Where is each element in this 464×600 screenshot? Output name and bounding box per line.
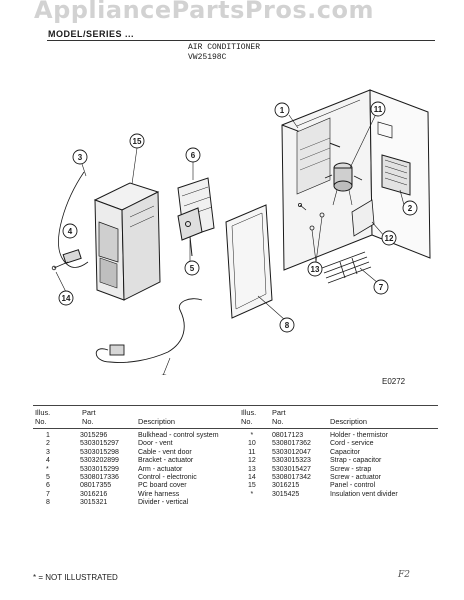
- table-cell: *: [250, 490, 254, 498]
- callout-5: 5: [190, 264, 195, 273]
- header-rule: [47, 40, 435, 41]
- part-vertical-divider: [225, 204, 273, 319]
- callout-2: 2: [408, 204, 413, 213]
- footnote: * = NOT ILLUSTRATED: [33, 573, 118, 582]
- part-actuator-bracket: [62, 249, 82, 264]
- part-control-panel: [93, 182, 161, 301]
- callout-3: 3: [78, 153, 83, 162]
- left-illus-column: 1 2 3 4 * 5 6 7 8: [46, 432, 50, 508]
- table-cell: 08017123: [272, 432, 304, 439]
- table-cell: 14: [248, 474, 256, 482]
- header-illus-right: Illus.No.: [241, 408, 257, 426]
- table-cell: Bulkhead - control system: [138, 432, 219, 439]
- table-cell: 2: [46, 440, 50, 448]
- left-part-column: 3015296 5303015297 5303015298 5303202899…: [80, 432, 119, 508]
- table-cell: *: [250, 432, 254, 439]
- table-cell: Control - electronic: [138, 474, 197, 482]
- callout-4: 4: [68, 227, 73, 236]
- callout-11: 11: [374, 105, 383, 114]
- table-cell: 3015425: [272, 490, 300, 498]
- table-cell: 10: [248, 440, 256, 448]
- table-cell: Cord - service: [330, 440, 374, 448]
- table-cell: Wire harness: [138, 490, 180, 498]
- table-cell: 5308017336: [80, 474, 119, 482]
- table-cell: 11: [248, 448, 256, 456]
- table-cell: 08017355: [80, 482, 112, 490]
- model-series-header: MODEL/SERIES ...: [48, 29, 135, 39]
- model-number: VW25198C: [188, 53, 227, 62]
- table-cell: 5308017342: [272, 474, 311, 482]
- table-cell: Insulation vent divider: [330, 490, 398, 498]
- table-cell: 4: [46, 457, 50, 465]
- callout-8: 8: [285, 321, 290, 330]
- callout-6: 6: [191, 151, 196, 160]
- table-cell: *: [46, 465, 49, 473]
- table-cell: 15: [248, 482, 256, 490]
- callout-15: 15: [133, 137, 142, 146]
- table-cell: Panel - control: [330, 482, 376, 490]
- table-cell: 5303012047: [272, 448, 311, 456]
- watermark: AppliancePartsPros.com: [34, 0, 374, 24]
- drawing-code: E0272: [382, 377, 406, 386]
- table-cell: 1: [46, 432, 50, 439]
- table-cell: Bracket - actuator: [138, 457, 194, 465]
- header-description-right: Description: [330, 417, 367, 426]
- part-service-cord: [95, 298, 203, 363]
- table-cell: 3016215: [272, 482, 300, 490]
- callout-circles: [58, 101, 418, 375]
- table-cell: Capacitor: [330, 448, 360, 456]
- header-description: Description: [138, 417, 175, 426]
- callout-1: 1: [280, 106, 285, 115]
- table-cell: 6: [46, 482, 50, 490]
- table-cell: Screw - actuator: [330, 474, 381, 482]
- table-cell: 5303015427: [272, 465, 311, 473]
- table-cell: 5: [46, 474, 50, 482]
- table-cell: 5303015297: [80, 440, 119, 448]
- part-bulkhead: [281, 89, 431, 271]
- right-part-column: 08017123 5308017362 5303012047 530301532…: [272, 432, 311, 499]
- table-cell: Strap - capacitor: [330, 457, 382, 465]
- table-cell: Divider - vertical: [138, 499, 189, 507]
- table-cell: 3015296: [80, 432, 108, 439]
- left-description-column: Bulkhead - control system Door - vent Ca…: [138, 432, 219, 508]
- table-cell: Arm - actuator: [138, 465, 183, 473]
- callout-labels: 1 2 3 4 5 6 7 8 10 11 12 13 14 15: [62, 105, 413, 330]
- callout-7: 7: [379, 283, 384, 292]
- table-cell: 5303202899: [80, 457, 119, 465]
- table-cell: 3016216: [80, 490, 108, 498]
- page-mark: F2: [398, 570, 410, 580]
- callout-14: 14: [62, 294, 71, 303]
- callout-12: 12: [385, 234, 394, 243]
- table-cell: Holder - thermistor: [330, 432, 388, 439]
- table-cell: Cable - vent door: [138, 448, 192, 456]
- part-electronic-control: [177, 207, 203, 257]
- header-illus: Illus.No.: [35, 408, 51, 426]
- part-wire-harness: [321, 251, 372, 284]
- part-vent-door-cable: [58, 171, 89, 268]
- callout-13: 13: [311, 265, 320, 274]
- table-cell: 8: [46, 499, 50, 507]
- table-cell: 3: [46, 448, 50, 456]
- table-cell: 13: [248, 465, 256, 473]
- table-cell: Screw - strap: [330, 465, 372, 473]
- table-cell: 5303015298: [80, 448, 119, 456]
- exploded-parts-diagram: 1 2 3 4 5 6 7 8 10 11 12 13 14 15: [51, 89, 431, 375]
- diagram-title: AIR CONDITIONER: [188, 43, 261, 52]
- table-cell: Door - vent: [138, 440, 173, 448]
- table-top-rule: [33, 405, 438, 406]
- table-cell: PC board cover: [138, 482, 187, 490]
- table-cell: 3015321: [80, 499, 108, 507]
- table-cell: 5303015323: [272, 457, 311, 465]
- right-illus-column: * 10 11 12 13 14 15 *: [248, 432, 256, 499]
- table-cell: 5303015299: [80, 465, 119, 473]
- part-actuator-screw: [51, 261, 69, 271]
- part-capacitor: [324, 162, 363, 206]
- table-cell: 5308017362: [272, 440, 311, 448]
- right-description-column: Holder - thermistor Cord - service Capac…: [330, 432, 398, 499]
- table-cell: 12: [248, 457, 256, 465]
- table-cell: 7: [46, 490, 50, 498]
- table-header-rule: [33, 428, 438, 429]
